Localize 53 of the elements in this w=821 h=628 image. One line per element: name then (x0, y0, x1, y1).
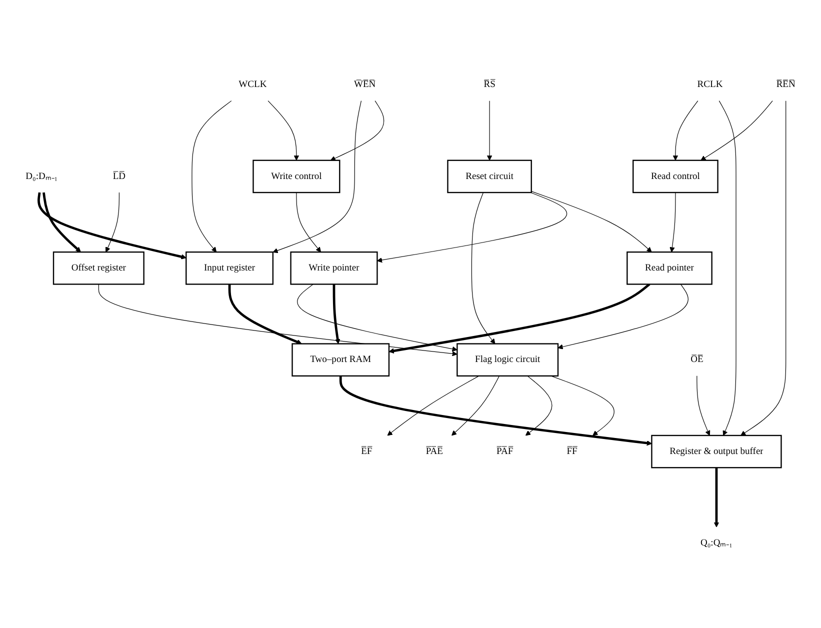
node-text: P̅A̅E̅ (426, 446, 443, 456)
node-text: L̅D̅ (112, 171, 126, 182)
node-box: Write control (252, 160, 340, 194)
arrow (42, 192, 81, 252)
arrow (525, 376, 552, 436)
node-box: Input register (186, 251, 274, 285)
node-text: O̅E̅ (690, 354, 704, 365)
node-text: R̅E̅N̅ (776, 79, 796, 90)
arrow (486, 100, 492, 161)
node-text: RCLK (697, 79, 723, 90)
arrow (37, 192, 186, 260)
arrow (740, 100, 786, 436)
node-text: D₀:Dₘ₋₁ (26, 171, 58, 182)
node-box: Flag logic circuit (456, 343, 559, 377)
arrow (714, 468, 720, 528)
arrow (388, 283, 650, 354)
node-box: Register & output buffer (651, 434, 782, 468)
arrow (387, 376, 480, 436)
arrow (297, 284, 458, 352)
arrow (105, 192, 120, 252)
arrow (670, 192, 676, 252)
arrow (98, 284, 458, 356)
arrow (700, 100, 773, 161)
arrow (718, 100, 736, 436)
arrow (672, 100, 698, 161)
arrow (272, 100, 362, 254)
node-text: W̅E̅N̅ (354, 79, 376, 90)
node-box: Offset register (52, 251, 144, 285)
arrow (268, 100, 300, 161)
node-text: E̅F̅ (361, 446, 372, 456)
arrow (332, 284, 340, 344)
arrow (452, 376, 500, 436)
arrow (228, 284, 302, 344)
node-text: R̅S̅ (484, 79, 496, 90)
node-text: F̅F̅ (566, 446, 578, 456)
arrow (339, 376, 652, 446)
arrow (471, 192, 496, 344)
node-text: WCLK (238, 79, 267, 90)
node-box: Read pointer (626, 251, 712, 285)
node-box: Reset circuit (447, 160, 532, 194)
arrow (192, 100, 232, 252)
arrow (696, 376, 710, 436)
node-text: Q₀:Qₘ₋₁ (700, 538, 732, 548)
node-box: Write pointer (290, 251, 378, 285)
arrow (330, 100, 384, 161)
node-box: Read control (632, 160, 718, 194)
arrow (558, 284, 688, 350)
node-box: Two–port RAM (292, 343, 390, 377)
node-text: P̅A̅F̅ (496, 446, 514, 456)
arrow (531, 191, 652, 252)
arrow (376, 192, 568, 263)
arrow (296, 192, 322, 252)
arrow (550, 376, 614, 436)
